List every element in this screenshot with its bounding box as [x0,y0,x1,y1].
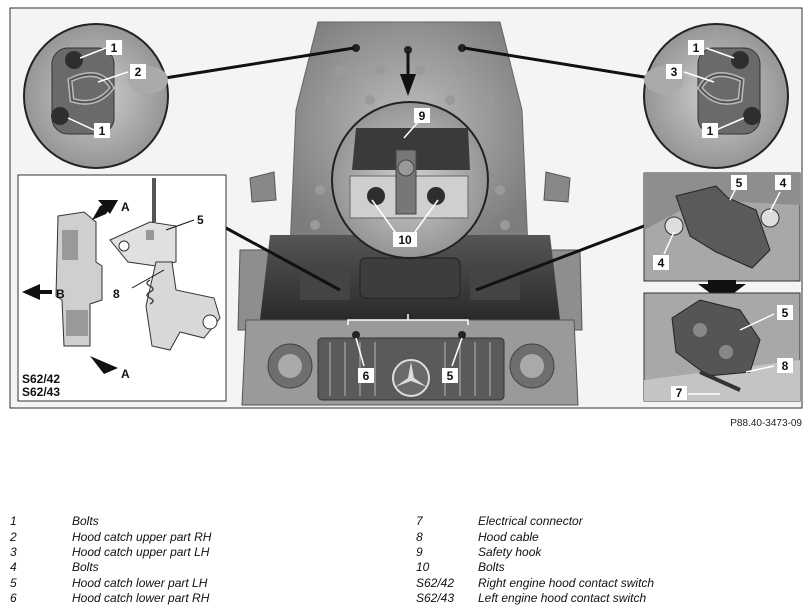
legend-key: S62/42 [416,576,455,590]
legend-label: Bolts [72,560,99,574]
legend-label: Hood cable [478,530,539,544]
inset-hood-catch-lower-detail: 5 8 7 [643,292,801,402]
legend-key: 3 [10,545,17,559]
inset-hood-catch-upper-lh: 1 3 1 [643,23,789,169]
legend-key: S62/43 [416,591,455,605]
arrow-down-icon [698,280,746,302]
legend-key: 9 [416,545,423,559]
callout-4: 4 [658,256,665,270]
inset-hood-catch-upper-rh: 1 2 1 [23,23,169,169]
legend-key: 1 [10,514,17,528]
legend-label: Hood catch upper part LH [72,545,210,559]
legend-key: 2 [10,530,17,544]
inset-hood-catch-lower-lh: 5 4 4 [643,172,801,282]
callout-A: A [121,367,130,381]
inset-contact-switches: A B A 5 8 S62/42 S62/43 [17,174,227,402]
callout-1: 1 [111,41,118,55]
legend-label: Left engine hood contact switch [478,591,647,605]
legend-label: Bolts [72,514,99,528]
legend-label: Electrical connector [478,514,583,528]
callout-1: 1 [693,41,700,55]
callout-3: 3 [671,65,678,79]
label-s62-42: S62/42 [22,372,60,386]
legend-label: Hood catch lower part RH [72,591,210,605]
callout-4: 4 [780,176,787,190]
callout-8: 8 [113,287,120,301]
callout-5: 5 [197,213,204,227]
legend-label: Hood catch lower part LH [72,576,208,590]
legend-label: Safety hook [478,545,542,559]
legend-key: 8 [416,530,423,544]
label-s62-43: S62/43 [22,385,60,399]
callout-10: 10 [398,233,412,247]
legend-key: 10 [416,560,430,574]
connector-lines [164,46,651,292]
legend-label: Hood catch upper part RH [72,530,212,544]
legend-key: 7 [416,514,423,528]
callout-5: 5 [736,176,743,190]
legend-key: 4 [10,560,17,574]
main-callouts: 6 5 [355,337,463,383]
callout-A: A [121,200,130,214]
callout-7: 7 [676,386,683,400]
callout-B: B [56,287,65,301]
callout-6: 6 [363,369,370,383]
callout-8: 8 [782,359,789,373]
figure-reference: P88.40-3473-09 [730,418,802,429]
callout-1: 1 [99,124,106,138]
callout-5: 5 [447,369,454,383]
legend-key: 6 [10,591,17,605]
callout-5: 5 [782,306,789,320]
callout-1: 1 [707,124,714,138]
legend-label: Bolts [478,560,505,574]
callout-2: 2 [135,65,142,79]
callout-9: 9 [419,109,426,123]
legend-key: 5 [10,576,17,590]
inset-safety-hook: 9 10 [331,101,489,259]
hood-catch-diagram: 1 2 1 1 3 1 9 10 [9,7,803,409]
legend-label: Right engine hood contact switch [478,576,655,590]
